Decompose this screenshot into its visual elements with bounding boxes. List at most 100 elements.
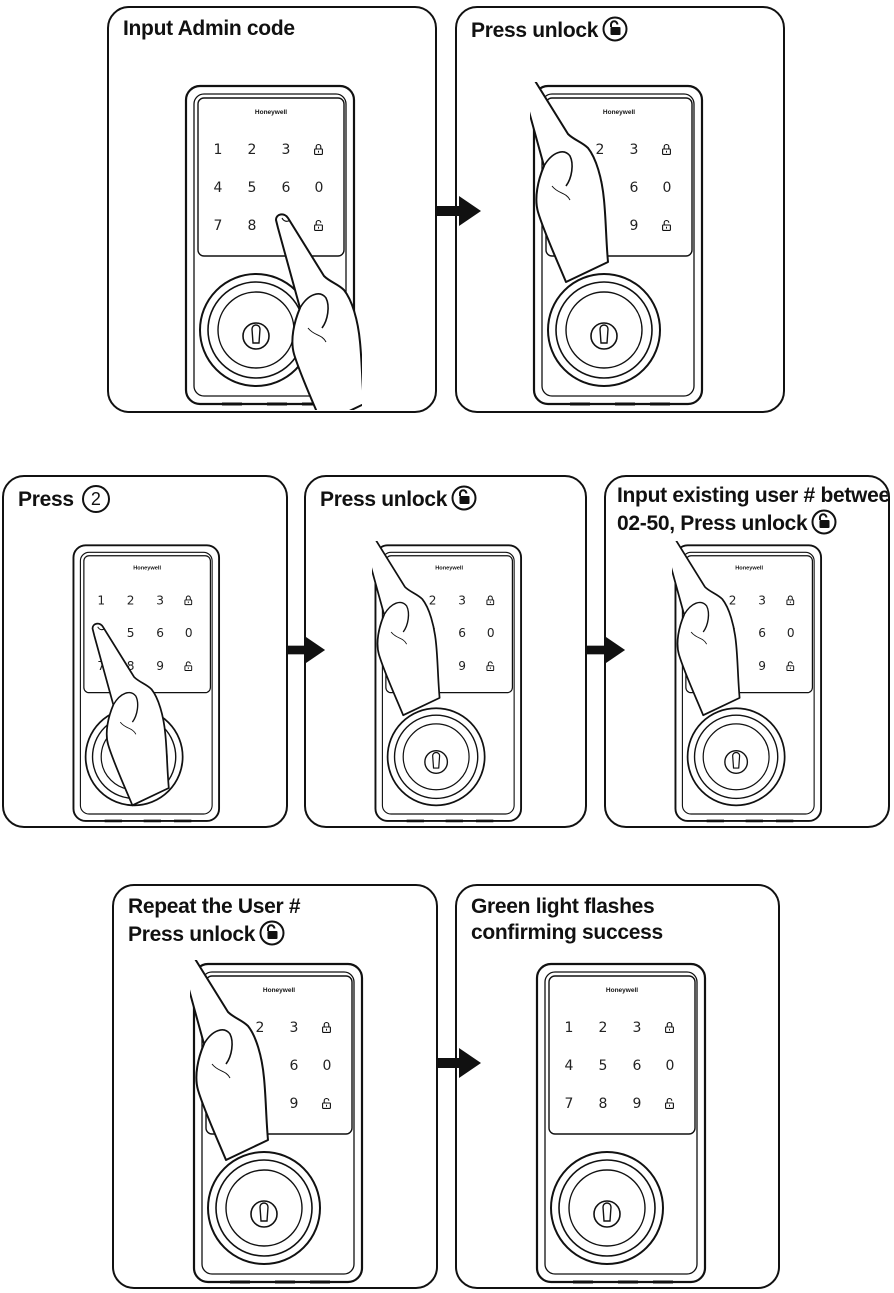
keypad-key: 7 [97,659,105,673]
hand-knuckle [383,601,410,633]
caption-line: Press unlock [128,923,256,946]
lock-icon [662,143,671,155]
keypad-key: 1 [97,593,105,607]
arrow-right-icon [437,1048,481,1083]
caption-line: 02-50, Press unlock [617,512,808,535]
deadbolt-middle-ring [693,714,779,800]
unlock-icon [486,661,495,671]
arrow-right-icon [286,637,326,668]
keypad-key: 8 [599,1096,608,1112]
keypad-key: 2 [596,142,605,158]
keypad-key: 3 [290,1020,299,1036]
keypad-key: 6 [458,626,466,640]
hand-knuckle [683,601,710,633]
keypad-key: 2 [729,593,737,607]
hand-outline [275,213,362,410]
lock-icon [486,595,495,606]
keypad-key: 6 [758,626,766,640]
caption-line: Press unlock [471,19,599,42]
keypad-key: 0 [666,1058,675,1074]
keyhole-icon [602,1202,612,1222]
deadbolt-middle-ring [393,714,479,800]
deadbolt-inner-ring [402,723,470,791]
step-panel-7: Green light flashes confirming success H… [455,884,780,1289]
brand-logo: Honeywell [606,987,638,994]
keypad-key: 3 [633,1020,642,1036]
lock-trim [193,93,347,397]
brand-logo: Honeywell [435,566,463,572]
deadbolt-inner-ring [568,1169,646,1247]
hand-crease [390,631,408,645]
unlock-icon [665,1097,674,1109]
lock-trim [79,551,213,815]
keypad-key: 9 [290,1096,299,1112]
keypad-key: 1 [214,142,223,158]
arrow-right-icon [437,196,481,231]
keypad-key: 5 [599,1058,608,1074]
keypad-key: 3 [282,142,291,158]
caption-line: confirming success [471,921,663,944]
pointing-hand-icon [190,960,269,1161]
hand-crease [690,631,708,645]
brand-logo: Honeywell [735,566,763,572]
hand-crease [551,185,571,201]
keypad-key: 2 [599,1020,608,1036]
step-panel-6: Repeat the User # Press unlock Honeywell… [112,884,438,1289]
lock-trim [201,971,355,1275]
hand-knuckle [112,691,139,723]
step-caption-1: Input Admin code [123,16,295,42]
hand-crease [119,721,137,735]
keypad-key: 0 [663,180,672,196]
deadbolt-middle-ring [555,281,653,379]
keypad-key: 9 [630,218,639,234]
lock-trim [544,971,698,1275]
hand-crease [307,327,327,343]
hand-nail [97,626,106,631]
brand-logo: Honeywell [255,109,287,116]
keypad-key: 0 [185,626,193,640]
hand-crease [211,1063,231,1079]
step-caption-7: Green light flashes confirming success [471,894,663,946]
lock-icon [665,1021,674,1033]
pointing-hand-icon [672,541,741,717]
unlock-icon [259,920,285,953]
unlock-icon [314,219,323,231]
pointing-hand-icon [275,213,362,410]
lock-trim [381,551,515,815]
keypad-key: 4 [214,180,223,196]
keyhole-icon [732,751,741,769]
caption-line: Input existing user # between [617,484,890,507]
unlock-icon [602,16,628,49]
caption-line: Green light flashes [471,895,655,918]
caption-line: Input Admin code [123,17,295,40]
keypad-key: 1 [565,1020,574,1036]
keyhole-icon [251,324,261,344]
keypad-key: 6 [282,180,291,196]
brand-logo: Honeywell [603,109,635,116]
keypad-key: 6 [630,180,639,196]
deadbolt-inner-ring [565,291,643,369]
keypad-key: 4 [565,1058,574,1074]
hand-knuckle [299,293,329,329]
brand-logo: Honeywell [133,566,161,572]
keypad-key: 9 [758,659,766,673]
hand-knuckle [543,151,573,187]
keypad-key: 2 [127,593,135,607]
keypad-key: 3 [458,593,466,607]
unlock-icon [811,509,837,542]
keypad-panel [197,97,345,257]
keypad-key: 0 [787,626,795,640]
keypad-key: 8 [248,218,257,234]
keypad-key: 0 [315,180,324,196]
keyhole-icon [432,751,441,769]
keypad-key: 9 [633,1096,642,1112]
keypad-key: 6 [633,1058,642,1074]
lock-icon [184,595,193,606]
